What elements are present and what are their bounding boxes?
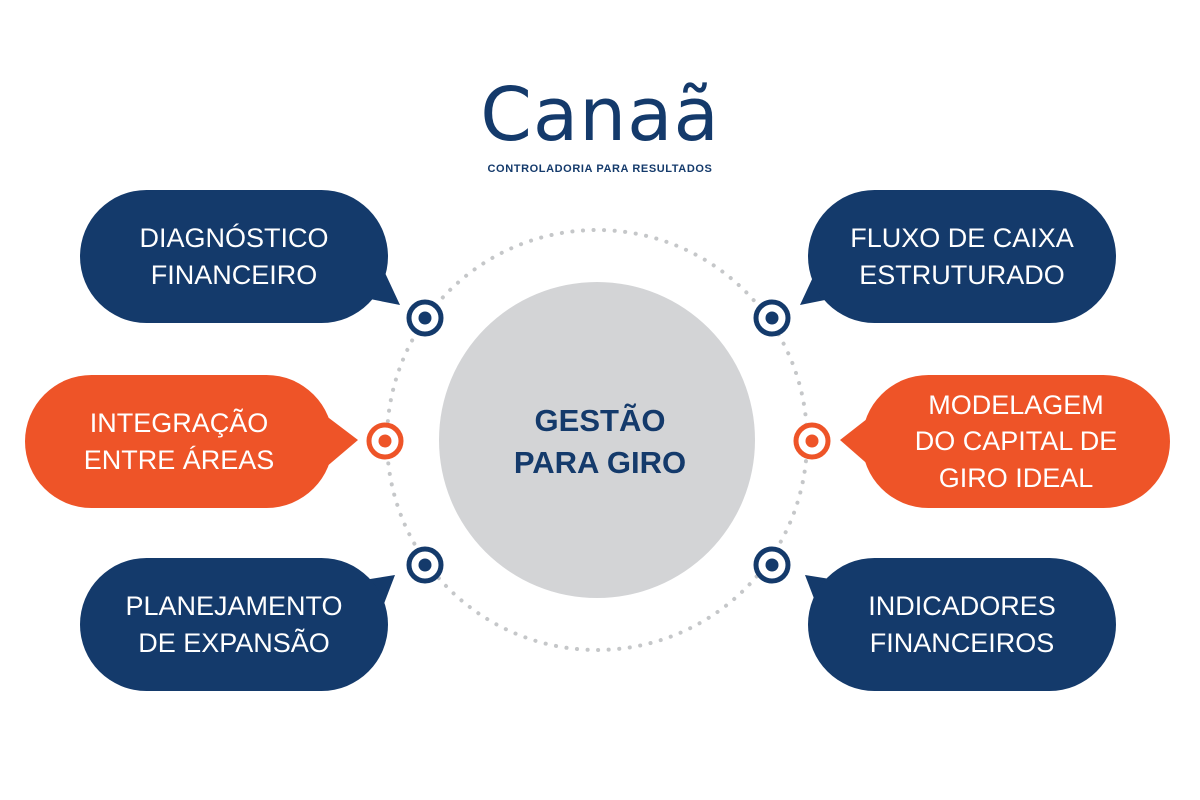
bubble-integracao: [25, 375, 358, 508]
target-marker-dot: [378, 434, 392, 448]
target-marker-icon: [753, 299, 791, 337]
bubble-line: ESTRUTURADO: [859, 259, 1065, 290]
bubble-text-integracao: INTEGRAÇÃO ENTRE ÁREAS: [25, 375, 333, 508]
brand-logo: Canaã: [480, 72, 720, 158]
target-marker-dot: [765, 558, 779, 572]
bubble-line: DE EXPANSÃO: [138, 627, 330, 658]
bubble-line: DO CAPITAL DE: [914, 426, 1118, 457]
center-label-line-1: GESTÃO: [534, 403, 666, 439]
bubble-body-modelagem: [862, 375, 1170, 508]
bubble-indicadores: [805, 558, 1116, 691]
center-circle: [439, 282, 755, 598]
target-marker-icon: [793, 422, 831, 460]
bubble-planejamento: [80, 558, 395, 691]
bubble-text-modelagem: MODELAGEM DO CAPITAL DE GIRO IDEAL: [862, 375, 1170, 508]
target-marker-dot: [418, 311, 432, 325]
target-marker-dot: [805, 434, 819, 448]
bubble-line: FINANCEIROS: [869, 627, 1055, 658]
bubble-text-fluxo: FLUXO DE CAIXA ESTRUTURADO: [808, 190, 1116, 323]
bubble-line: INDICADORES: [868, 591, 1056, 622]
bubble-line: PLANEJAMENTO: [125, 591, 343, 622]
center-label-line-2: PARA GIRO: [513, 445, 687, 480]
target-marker-icon: [753, 546, 791, 584]
target-marker-dot: [765, 311, 779, 325]
bubble-body-diagnostico: [80, 190, 388, 323]
bubble-body-planejamento: [80, 558, 388, 691]
center-label: GESTÃO PARA GIRO: [440, 312, 760, 572]
bubble-body-indicadores: [808, 558, 1116, 691]
bubble-body-integracao: [25, 375, 333, 508]
bubble-modelagem: [840, 375, 1170, 508]
bubble-text-indicadores: INDICADORES FINANCEIROS: [808, 558, 1116, 691]
target-marker-icon: [366, 422, 404, 460]
target-marker-icon: [406, 546, 444, 584]
target-marker-dot: [418, 558, 432, 572]
bubble-line: INTEGRAÇÃO: [89, 408, 269, 439]
bubble-text-diagnostico: DIAGNÓSTICO FINANCEIRO: [80, 190, 388, 323]
bubble-body-fluxo: [808, 190, 1116, 323]
bubble-line: DIAGNÓSTICO: [139, 223, 329, 254]
bubble-line: FLUXO DE CAIXA: [850, 223, 1074, 254]
bubble-fluxo: [800, 190, 1116, 323]
brand-tagline: CONTROLADORIA PARA RESULTADOS: [487, 163, 713, 175]
bubble-tail-integracao: [325, 415, 358, 468]
target-marker-icon: [406, 299, 444, 337]
bubble-line: FINANCEIRO: [150, 259, 318, 290]
bubble-line: ENTRE ÁREAS: [83, 444, 275, 475]
bubble-diagnostico: [80, 190, 400, 323]
bubble-line: MODELAGEM: [928, 389, 1104, 420]
bubble-text-planejamento: PLANEJAMENTO DE EXPANSÃO: [80, 558, 388, 691]
bubble-line: GIRO IDEAL: [938, 462, 1094, 493]
